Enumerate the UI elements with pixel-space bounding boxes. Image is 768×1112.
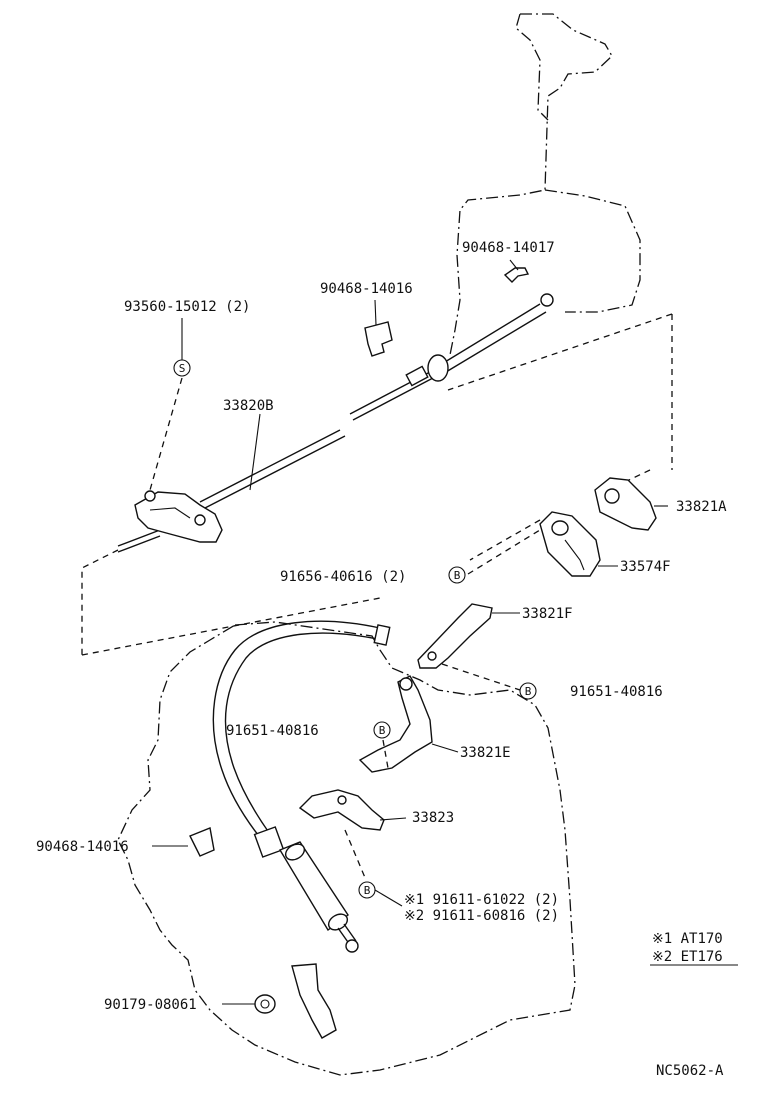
clip-90468-14016-top (364, 321, 393, 357)
plate-33821A (594, 477, 657, 531)
label-33823: 33823 (412, 810, 454, 826)
bracket-33821F (417, 603, 493, 669)
label-93560-15012: 93560-15012 (2) (124, 299, 250, 315)
shift-control-cable (117, 293, 554, 553)
assembly-dashed-frame (81, 313, 673, 656)
bracket-33821E (358, 675, 433, 773)
label-91656-40616: 91656-40616 (2) (280, 569, 406, 585)
svg-text:B: B (364, 884, 371, 897)
label-91651-40816-right: 91651-40816 (570, 684, 663, 700)
label-33821E: 33821E (460, 745, 511, 761)
clip-90468-14017 (503, 267, 530, 283)
label-33821F: 33821F (522, 606, 573, 622)
figure-code: NC5062-A (656, 1063, 724, 1079)
part-labels: 90468-14017 90468-14016 93560-15012 (2) … (36, 240, 727, 1013)
cable-bracket-lever-side (134, 490, 223, 543)
clip-90468-14016-left (189, 827, 215, 857)
selector-lever-plate (291, 963, 337, 1039)
transaxle-cable-run (212, 620, 391, 953)
svg-text:B: B (454, 569, 461, 582)
label-star2-91611-60816: ※2 91611-60816 (2) (404, 908, 559, 924)
marker-b-91651-right: B (519, 682, 537, 700)
marker-b-91611: B (358, 881, 376, 899)
transaxle-housing-outline (117, 621, 576, 1076)
label-90468-14016-top: 90468-14016 (320, 281, 413, 297)
label-33574F: 33574F (620, 559, 671, 575)
svg-text:S: S (179, 362, 186, 375)
label-33821A: 33821A (676, 499, 727, 515)
model-legend: ※1 AT170 ※2 ET176 (650, 931, 738, 966)
label-91651-40816-left: 91651-40816 (226, 723, 319, 739)
legend-star1: ※1 AT170 (652, 931, 723, 947)
label-90468-14017: 90468-14017 (462, 240, 555, 256)
label-90179-08061: 90179-08061 (104, 997, 197, 1013)
shift-lever-outline (449, 13, 641, 356)
bracket-33823 (298, 789, 385, 831)
label-90468-14016-left: 90468-14016 (36, 839, 129, 855)
leader-lines (149, 259, 668, 1005)
label-33820B: 33820B (223, 398, 274, 414)
marker-b-91651-left: B (373, 721, 391, 739)
svg-text:B: B (379, 724, 386, 737)
marker-s: S (173, 359, 191, 377)
legend-star2: ※2 ET176 (652, 949, 723, 965)
marker-b-91656: B (448, 566, 466, 584)
label-star1-91611-61022: ※1 91611-61022 (2) (404, 892, 559, 908)
plate-33574F (539, 511, 601, 577)
nut-90179-08061 (254, 994, 276, 1014)
svg-text:B: B (525, 685, 532, 698)
